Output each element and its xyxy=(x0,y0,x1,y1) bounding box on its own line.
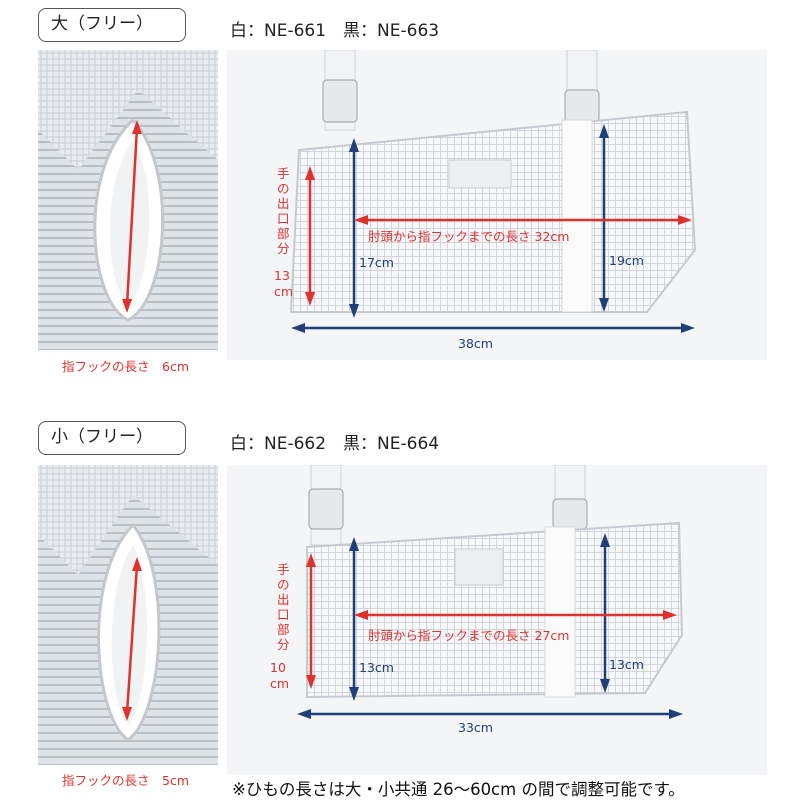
finger-hook-photo-small xyxy=(38,465,218,765)
elbow-to-hook-length-small: 肘頭から指フックまでの長さ 27cm xyxy=(368,628,570,643)
left-height-small: 13cm xyxy=(359,660,394,675)
hand-opening-label-large: 手の出口部分 xyxy=(277,166,290,256)
width-small: 33cm xyxy=(458,720,493,735)
model-numbers-small: 白：NE-662 黒：NE-664 xyxy=(230,434,440,454)
size-tag-large: 大（フリー） xyxy=(38,8,186,42)
sling-photo-large xyxy=(227,50,767,360)
finger-hook-photo-large xyxy=(38,50,218,350)
hand-opening-value-large: 13 xyxy=(274,268,290,283)
finger-hook-illustration xyxy=(38,50,218,350)
finger-hook-illustration xyxy=(38,465,218,765)
hand-opening-value-small: 10 xyxy=(270,660,286,675)
right-height-small: 13cm xyxy=(609,657,644,672)
hand-opening-unit-small: cm xyxy=(270,676,290,691)
width-large: 38cm xyxy=(458,336,493,351)
hand-opening-unit-large: cm xyxy=(274,284,294,299)
finger-hook-length-small: 指フックの長さ 5cm xyxy=(62,773,190,788)
strap-length-note: ※ひもの長さは大・小共通 26～60cm の間で調整可能です。 xyxy=(232,780,685,799)
finger-hook-length-large: 指フックの長さ 6cm xyxy=(62,359,190,374)
elbow-to-hook-length-large: 肘頭から指フックまでの長さ 32cm xyxy=(368,229,570,244)
left-height-large: 17cm xyxy=(359,255,394,270)
sling-photo-small xyxy=(227,465,767,775)
size-tag-small: 小（フリー） xyxy=(38,421,186,455)
right-height-large: 19cm xyxy=(609,253,644,268)
arm-sling-illustration xyxy=(289,50,697,333)
hand-opening-label-small: 手の出口部分 xyxy=(277,562,290,652)
arm-sling-illustration xyxy=(297,465,684,719)
model-numbers-large: 白：NE-661 黒：NE-663 xyxy=(230,21,440,41)
